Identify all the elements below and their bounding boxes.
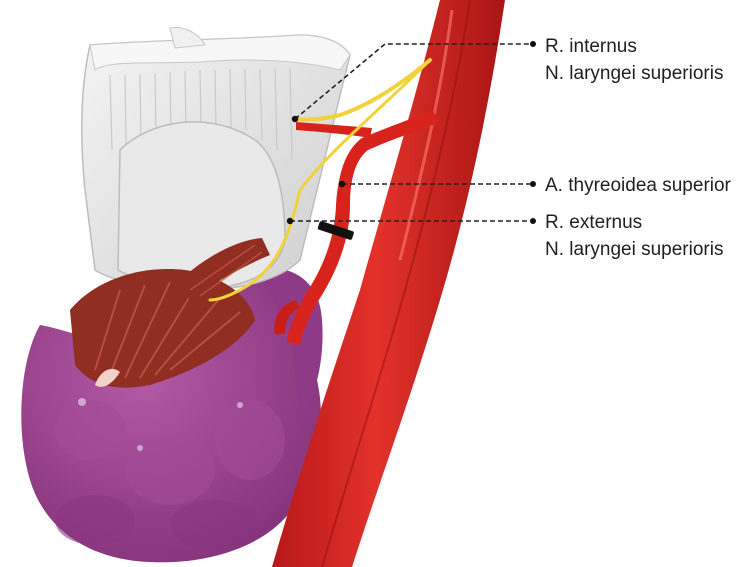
label-external-branch-line2: N. laryngei superioris bbox=[545, 239, 723, 260]
label-superior-thyroid-artery: A. thyreoidea superior bbox=[545, 175, 732, 196]
label-internal-branch-line1: R. internus bbox=[545, 36, 637, 57]
thyroid-cartilage bbox=[82, 27, 350, 290]
label-external-branch-line1: R. externus bbox=[545, 212, 642, 233]
label-internal-branch-line2: N. laryngei superioris bbox=[545, 63, 723, 84]
